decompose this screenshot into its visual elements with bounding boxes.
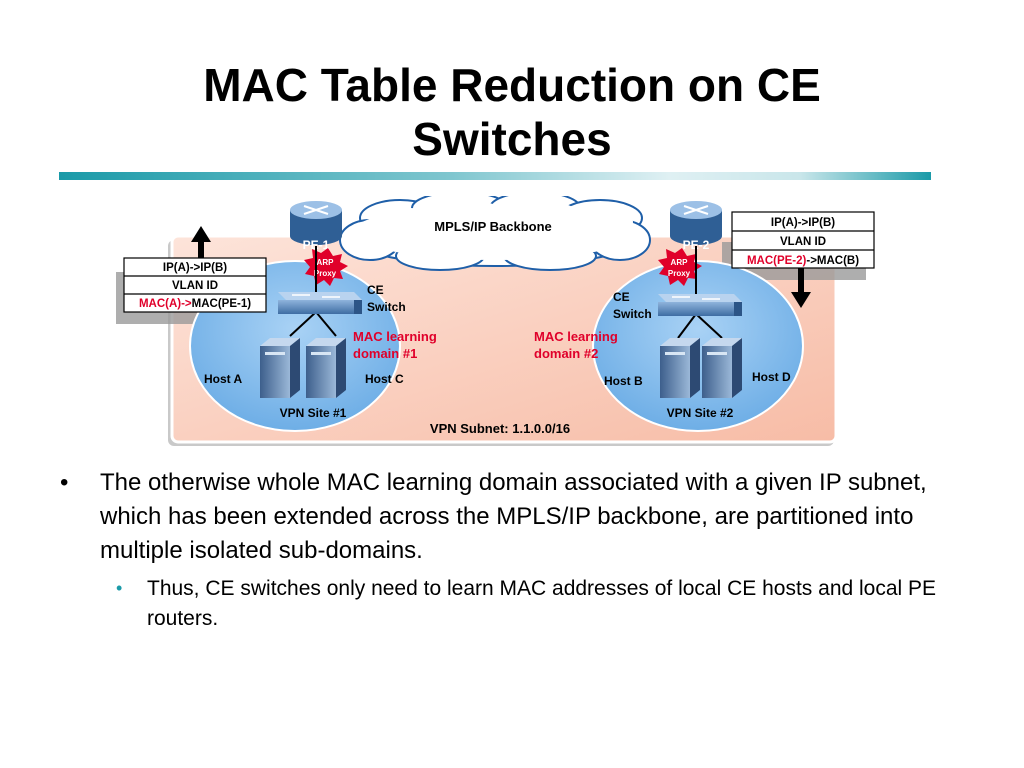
left-packet-header-table [123,257,267,313]
host-d-label: Host D [752,370,791,384]
host-d-server-icon [702,338,742,398]
left-table-row1: IP(A)->IP(B) [163,262,227,274]
bullet-main-text: The otherwise whole MAC learning domain … [100,469,927,564]
right-packet-header-table [731,211,875,269]
host-c-server-icon [306,338,346,398]
arp-proxy-burst-2 [658,248,702,286]
slide-title: MAC Table Reduction on CE Switches [0,58,1024,166]
host-b-server-icon [660,338,700,398]
right-table-row3-black: ->MAC(B) [806,255,859,267]
arp-proxy-2-line1: ARP [671,258,689,267]
bullet-sub: • Thus, CE switches only need to learn M… [100,574,980,634]
pe1-router-icon [290,201,342,245]
host-b-label: Host B [604,374,643,388]
mpls-backbone-cloud [339,196,651,271]
up-arrow-icon [191,226,211,258]
title-divider [59,172,931,180]
domain-1-line2: domain #1 [353,346,417,361]
links [289,246,723,339]
ce-switch-1-line2: Switch [367,300,406,314]
pe2-router-icon [670,201,722,245]
right-table-row1: IP(A)->IP(B) [771,217,835,229]
ce-switch-1-icon [278,292,362,314]
domain-2-line1: MAC learning [534,329,618,344]
host-a-server-icon [260,338,300,398]
right-table-row2: VLAN ID [780,236,826,248]
left-table-row2: VLAN ID [172,280,218,292]
site-2-label: VPN Site #2 [667,406,734,420]
pe2-label: PE-2 [683,238,710,252]
right-table-row3-red: MAC(PE-2) [747,255,807,267]
arp-proxy-1-line1: ARP [317,258,335,267]
backbone-label: MPLS/IP Backbone [434,219,552,234]
ce-switch-2-icon [658,294,742,316]
bullet-marker: • [60,469,69,496]
arp-proxy-1-line2: Proxy [314,269,337,278]
bullet-sub-text: Thus, CE switches only need to learn MAC… [147,577,937,630]
network-diagram: MPLS/IP Backbone PE-1 PE-2 ARP Proxy ARP… [116,196,875,446]
domain-2-line2: domain #2 [534,346,598,361]
left-table-row3: MAC(A)->MAC(PE-1) [139,298,251,310]
ce-switch-1-line1: CE [367,283,384,297]
title-line-2: Switches [412,113,612,165]
right-table-row3: MAC(PE-2)->MAC(B) [747,255,859,267]
left-table-row3-black: MAC(PE-1) [192,298,252,310]
ce-switch-2-line1: CE [613,290,630,304]
down-arrow-icon [791,268,811,308]
host-c-label: Host C [365,372,404,386]
title-line-1: MAC Table Reduction on CE [203,59,821,111]
subnet-label: VPN Subnet: 1.1.0.0/16 [430,421,570,436]
pe1-label: PE-1 [303,238,330,252]
domain-1-line1: MAC learning [353,329,437,344]
sub-bullet-marker: • [116,578,123,598]
left-table-row3-red: MAC(A)-> [139,298,192,310]
arp-proxy-2-line2: Proxy [668,269,691,278]
bullet-main: • The otherwise whole MAC learning domai… [60,466,980,568]
bullet-list: • The otherwise whole MAC learning domai… [60,466,980,634]
site-1-label: VPN Site #1 [280,406,347,420]
ce-switch-2-line2: Switch [613,307,652,321]
host-a-label: Host A [204,372,243,386]
